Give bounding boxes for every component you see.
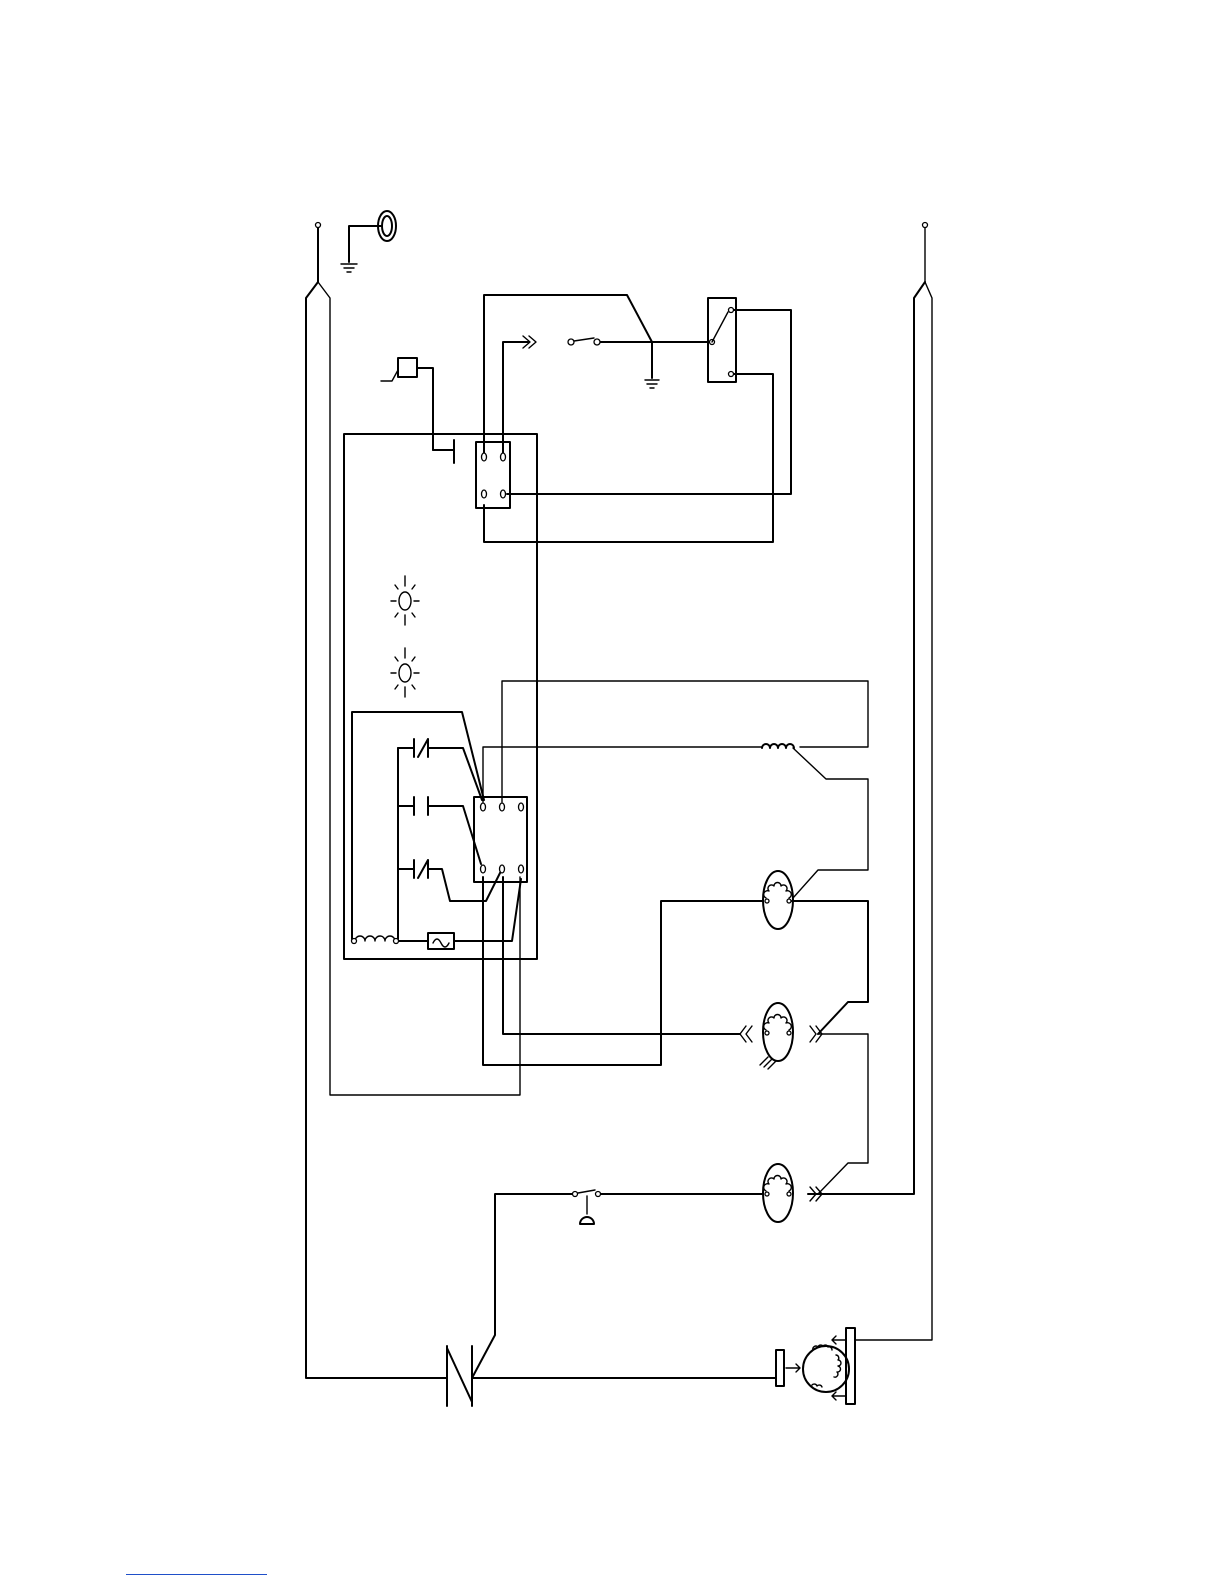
timer-motor-coil-icon [352,936,399,944]
cold-control-switch-symbol [568,338,600,345]
terminal-block-upper-symbol [476,442,510,508]
compressor-icon [776,1328,855,1404]
overload-protector-symbol [447,1346,472,1406]
timer-housing [344,434,537,959]
grounding-lug-symbol [341,211,396,272]
lamp-icon [391,648,419,697]
defrost-heater-icon [762,744,794,748]
timer-contact-nc-symbol [414,860,428,878]
timer-contact-no-symbol [414,797,428,815]
top-control-wiring [484,295,791,542]
terminal-block-lower-symbol [474,797,527,882]
changeover-relay-symbol [708,298,736,382]
fan-motor-icon [740,1003,822,1069]
timer-contact-nc-symbol [414,739,428,757]
fan-motor-icon [763,871,793,929]
lamp-icon [391,576,419,625]
supply-line-right [808,223,932,1341]
footnote-link[interactable] [126,1574,267,1575]
thermal-fuse-icon [428,933,454,949]
door-switch-wiring [472,1194,762,1378]
load-wiring [483,681,868,1194]
door-switch-symbol [573,1190,601,1224]
defrost-thermostat-symbol [381,358,454,463]
